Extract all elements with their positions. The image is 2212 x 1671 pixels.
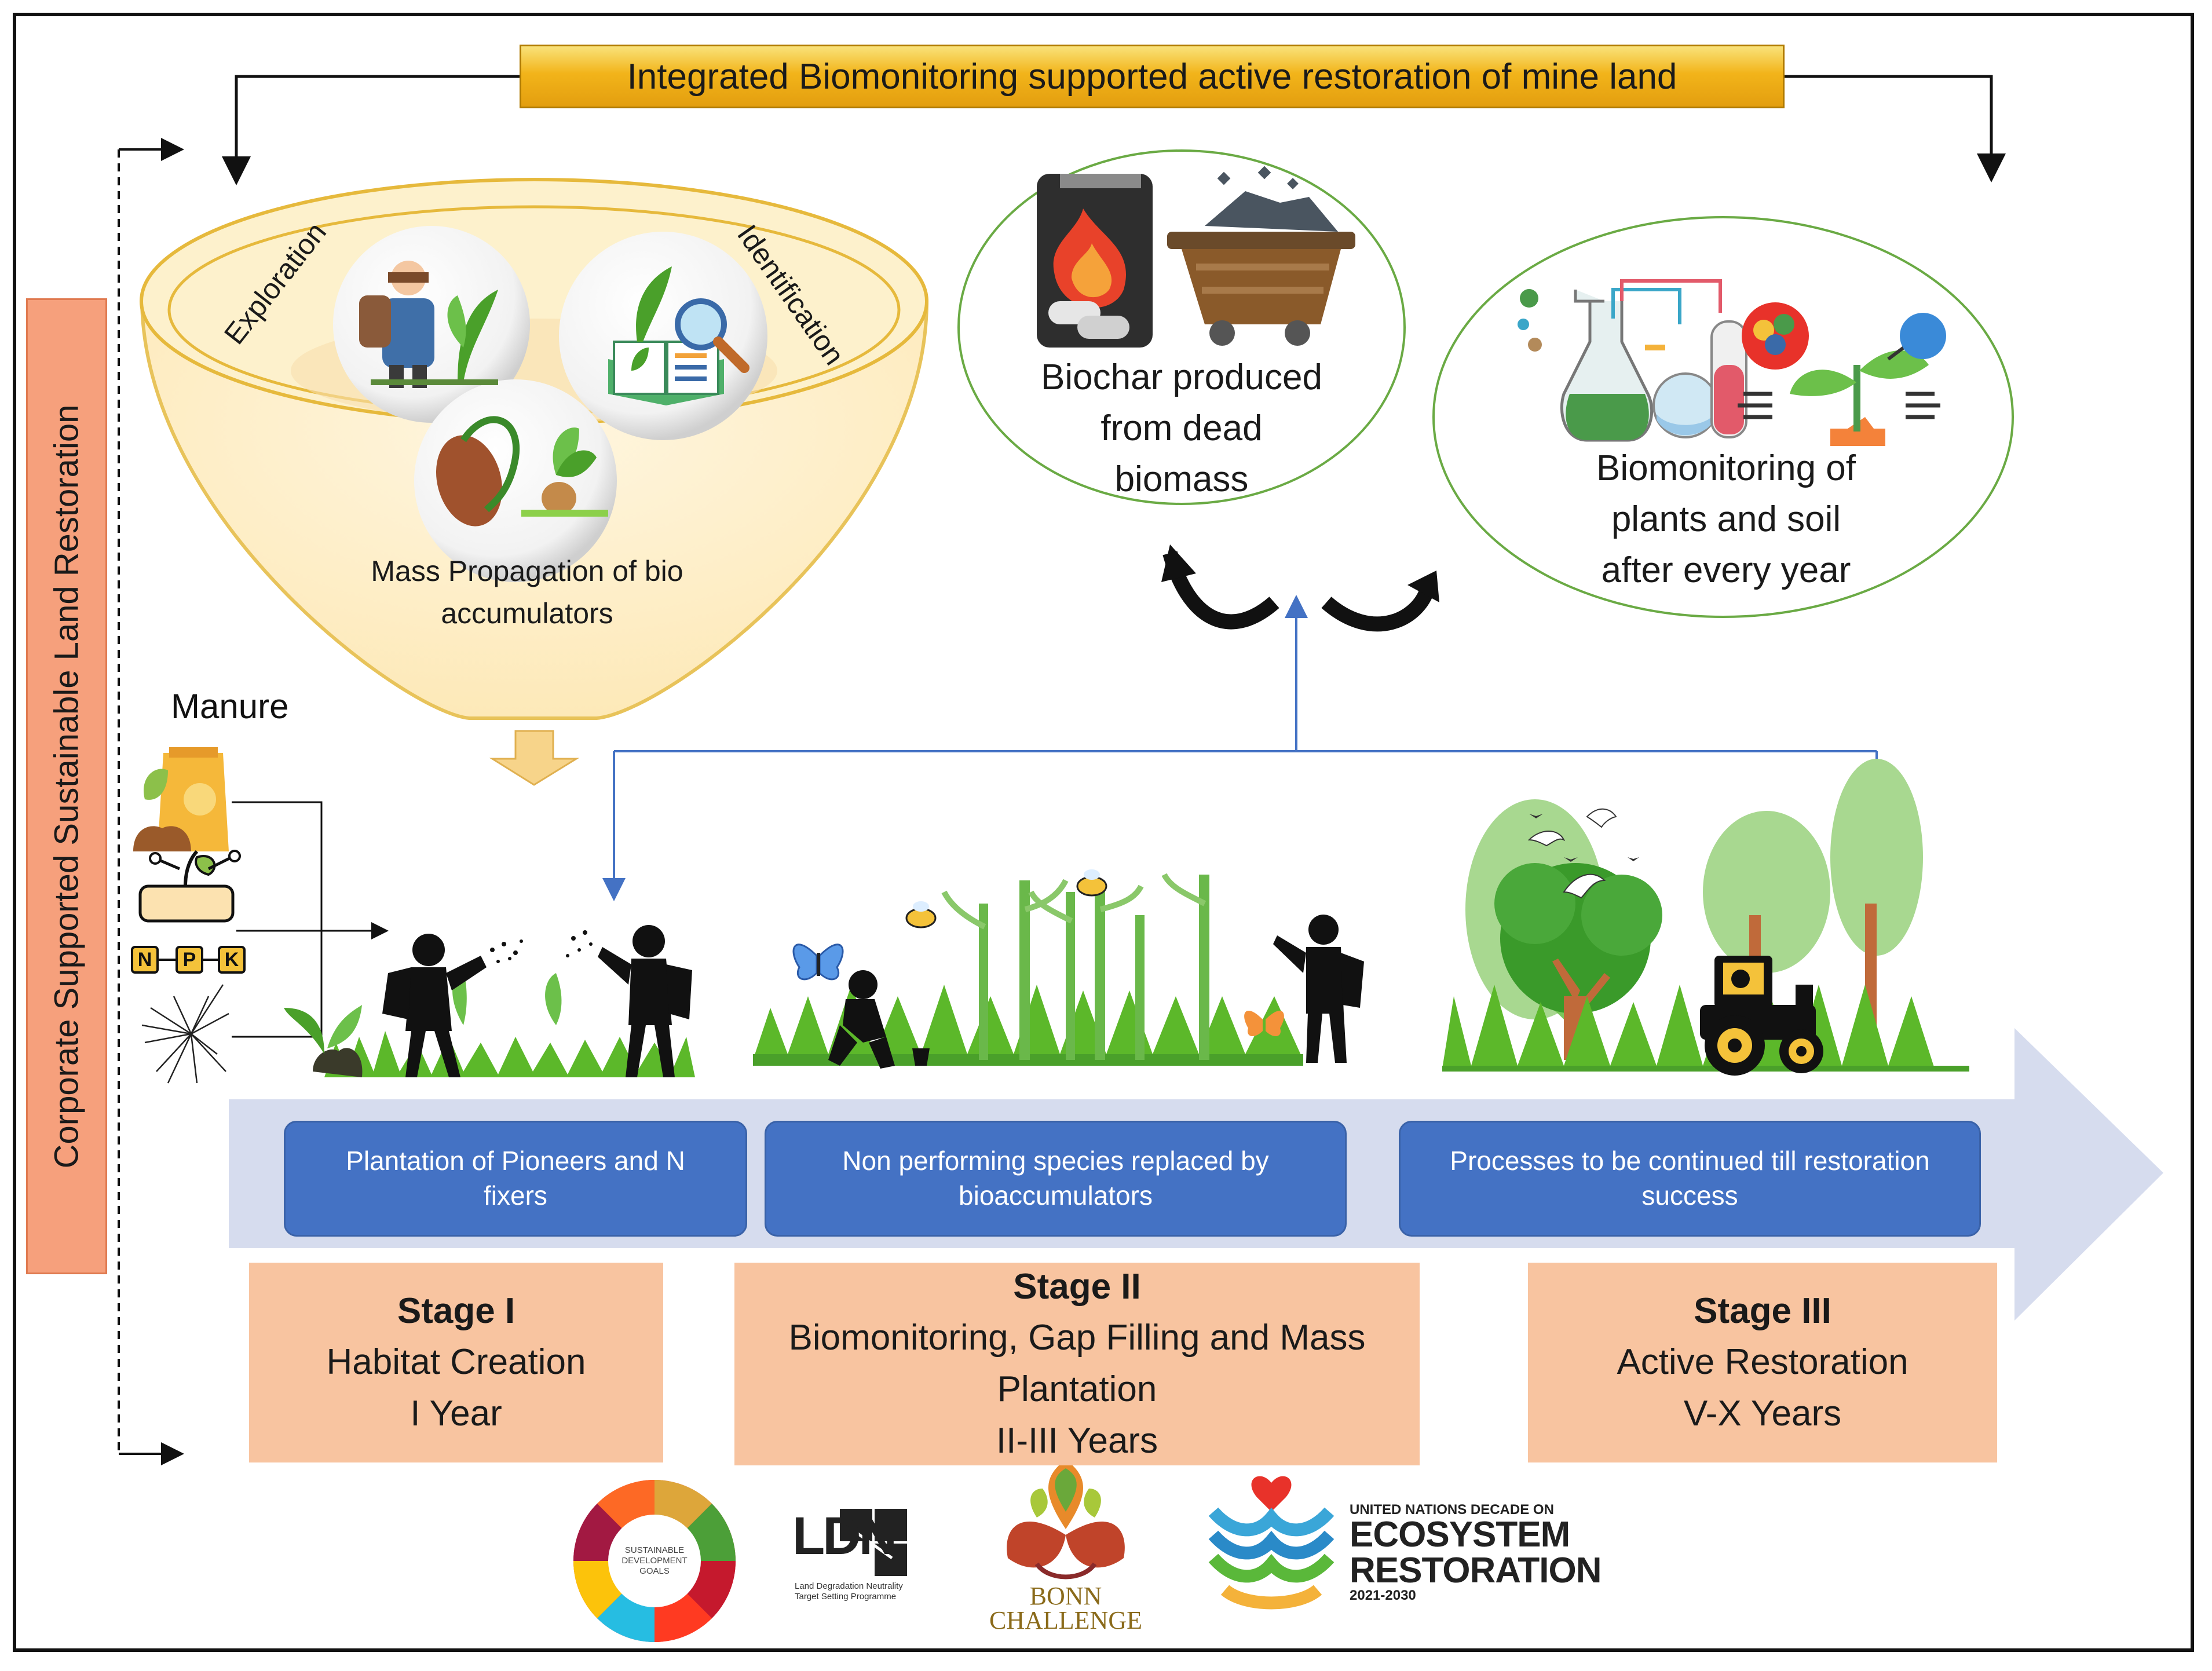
biochar-label: Biochar produced from dead biomass bbox=[996, 352, 1367, 505]
ldn-sub-line2: Target Setting Programme bbox=[795, 1592, 897, 1601]
stage-1-name: Stage I bbox=[397, 1290, 515, 1331]
stage-1-line1: Habitat Creation bbox=[326, 1342, 586, 1383]
research-icon bbox=[608, 266, 749, 405]
stage-3-name: Stage III bbox=[1694, 1290, 1831, 1331]
sdg-text-line2: DEVELOPMENT bbox=[621, 1556, 688, 1566]
plant-data-icon bbox=[1738, 302, 1946, 446]
biomonitoring-circle bbox=[1432, 216, 2014, 618]
bee-icon bbox=[905, 869, 1107, 928]
explorer-icon bbox=[359, 261, 498, 388]
funnel-bottom-label: Mass Propagation of bio accumulators bbox=[324, 550, 730, 634]
sdg-logo bbox=[573, 1480, 736, 1642]
stage-3-line1: Active Restoration bbox=[1617, 1342, 1908, 1383]
biochar-line3: biomass bbox=[1114, 459, 1249, 500]
biomonitoring-label: Biomonitoring of plants and soil after e… bbox=[1529, 443, 1923, 596]
orange-butterfly-icon bbox=[1244, 1010, 1284, 1037]
manure-bag-icon bbox=[133, 747, 229, 851]
bonn-line1: BONN bbox=[1029, 1582, 1102, 1610]
side-bracket bbox=[118, 138, 184, 1465]
stage-2-line3: II-III Years bbox=[996, 1420, 1158, 1461]
funnel-bottom-line1: Mass Propagation of bio bbox=[371, 555, 683, 587]
cycle-arrow-right-icon bbox=[1321, 571, 1439, 632]
biochar-line1: Biochar produced bbox=[1041, 357, 1322, 397]
un-ecosystem-text: UNITED NATIONS DECADE ON ECOSYSTEM RESTO… bbox=[1350, 1503, 1602, 1603]
stage1-scene bbox=[284, 925, 695, 1077]
side-label: Corporate Supported Sustainable Land Res… bbox=[26, 298, 107, 1274]
un-line2: ECOSYSTEM bbox=[1350, 1515, 1570, 1555]
un-line3: RESTORATION bbox=[1350, 1551, 1602, 1590]
title-connector-right bbox=[1785, 75, 2006, 182]
stage-3-box: Stage III Active Restoration V-X Years bbox=[1528, 1263, 1997, 1462]
npk-n-letter: N bbox=[137, 948, 152, 971]
root-fibers-icon bbox=[141, 984, 229, 1084]
seed-sprout-icon bbox=[436, 416, 608, 526]
biomonitoring-line2: plants and soil bbox=[1611, 499, 1841, 540]
funnel-down-arrow bbox=[489, 730, 580, 786]
ldn-logo-subtext: Land Degradation Neutrality Target Setti… bbox=[795, 1581, 903, 1602]
stage-1-box: Stage I Habitat Creation I Year bbox=[249, 1263, 663, 1462]
process-box-1-line1: Plantation of Pioneers and N bbox=[346, 1146, 685, 1176]
process-box-3-line1: Processes to be continued till restorati… bbox=[1450, 1146, 1930, 1176]
butterfly-icon bbox=[792, 944, 844, 981]
ldn-logo bbox=[840, 1509, 907, 1576]
sdg-text-line1: SUSTAINABLE bbox=[624, 1545, 685, 1555]
stage-2-box: Stage II Biomonitoring, Gap Filling and … bbox=[734, 1263, 1420, 1465]
process-box-2-line1: Non performing species replaced by bbox=[842, 1146, 1269, 1176]
stage-1-line2: I Year bbox=[410, 1393, 502, 1434]
biochar-line2: from dead bbox=[1100, 408, 1263, 449]
npk-k-letter: K bbox=[224, 948, 239, 971]
tractor-icon bbox=[1700, 956, 1823, 1076]
bonn-challenge-logo bbox=[1007, 1460, 1125, 1579]
process-box-plantation: Plantation of Pioneers and N fixers bbox=[284, 1121, 747, 1237]
side-label-text: Corporate Supported Sustainable Land Res… bbox=[47, 404, 86, 1168]
main-title: Integrated Biomonitoring supported activ… bbox=[520, 45, 1785, 108]
cycle-arrow-left-icon bbox=[1161, 544, 1279, 630]
un-line4: 2021-2030 bbox=[1350, 1588, 1416, 1603]
input-connector bbox=[232, 801, 389, 1038]
biochar-bag-icon bbox=[1037, 174, 1153, 348]
stage2-scene bbox=[753, 869, 1364, 1069]
stage-2-line1: Biomonitoring, Gap Filling and Mass bbox=[788, 1318, 1366, 1358]
sdg-logo-text: SUSTAINABLE DEVELOPMENT GOALS bbox=[608, 1545, 701, 1577]
process-box-3-line2: success bbox=[1641, 1180, 1738, 1211]
ldn-logo-text: LDN bbox=[792, 1507, 897, 1566]
biomonitoring-line3: after every year bbox=[1601, 550, 1851, 591]
process-box-continuation: Processes to be continued till restorati… bbox=[1399, 1121, 1981, 1237]
biochar-circle bbox=[957, 149, 1406, 505]
un-line1: UNITED NATIONS DECADE ON bbox=[1350, 1502, 1554, 1518]
un-ecosystem-logo bbox=[1208, 1476, 1334, 1610]
process-box-replacement: Non performing species replaced by bioac… bbox=[765, 1121, 1347, 1237]
sdg-text-line3: GOALS bbox=[639, 1566, 670, 1576]
biomonitoring-line1: Biomonitoring of bbox=[1596, 448, 1856, 488]
stage3-scene bbox=[1442, 759, 1969, 1076]
bonn-challenge-text: BONN CHALLENGE bbox=[979, 1584, 1153, 1633]
outer-frame bbox=[13, 13, 2194, 1652]
bird-icon bbox=[1527, 808, 1617, 899]
bonn-line2: CHALLENGE bbox=[989, 1606, 1142, 1635]
npk-p-letter: P bbox=[182, 948, 196, 971]
coal-cart-icon bbox=[1167, 166, 1355, 346]
manure-label: Manure bbox=[171, 687, 289, 726]
stage-2-line2: Plantation bbox=[997, 1369, 1157, 1409]
stage-3-line2: V-X Years bbox=[1683, 1393, 1842, 1434]
funnel bbox=[140, 178, 929, 720]
ldn-sub-line1: Land Degradation Neutrality bbox=[795, 1581, 903, 1591]
process-box-2-line2: bioaccumulators bbox=[959, 1180, 1153, 1211]
title-connector-left bbox=[222, 75, 520, 185]
stage-2-name: Stage II bbox=[1013, 1266, 1141, 1307]
npk-fertilizer-icon bbox=[131, 850, 246, 974]
lab-flask-icon bbox=[1518, 279, 1747, 442]
funnel-bottom-line2: accumulators bbox=[441, 597, 613, 630]
process-box-1-line2: fixers bbox=[484, 1180, 547, 1211]
